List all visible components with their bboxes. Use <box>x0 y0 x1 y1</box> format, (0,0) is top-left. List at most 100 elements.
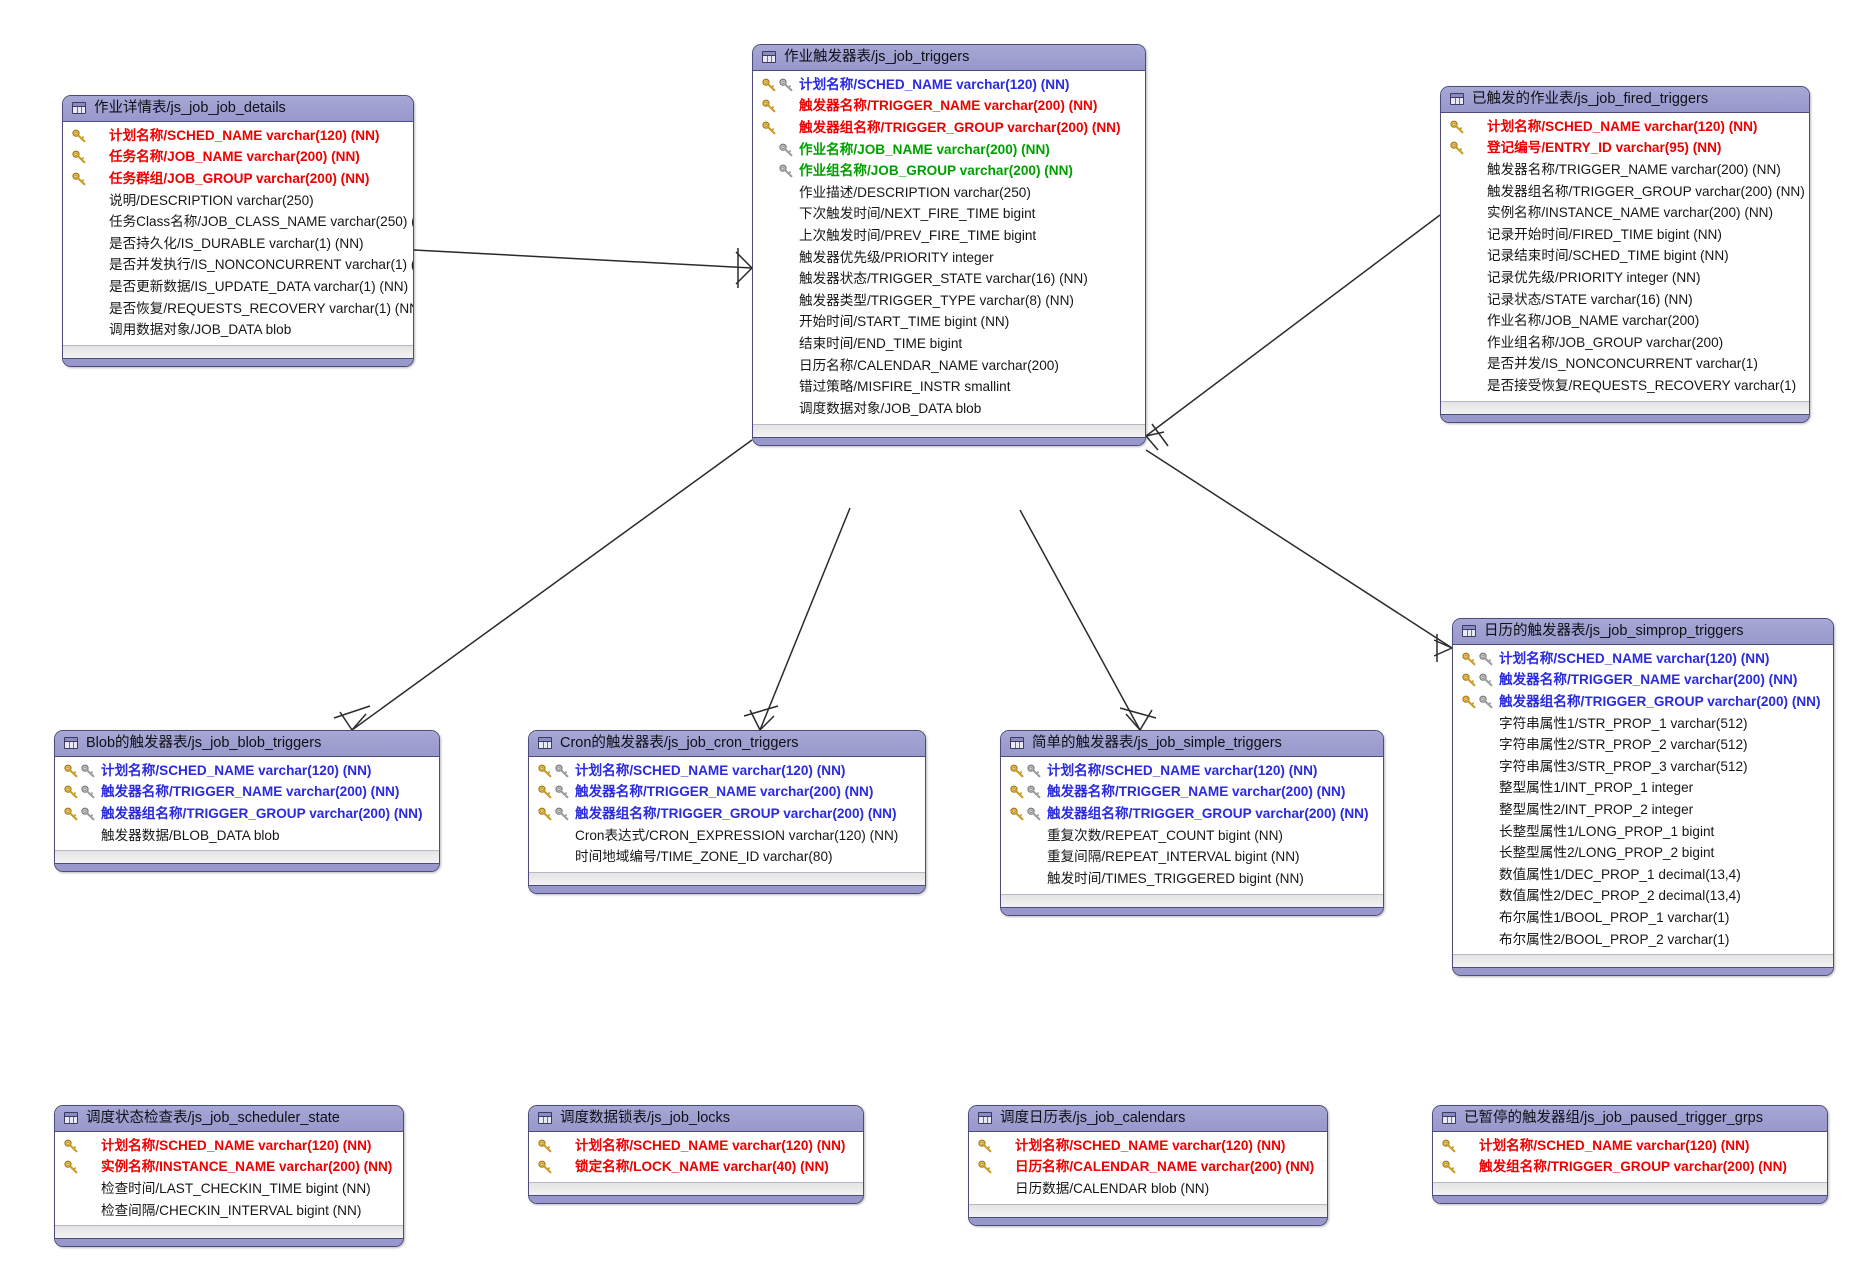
field-row[interactable]: 是否恢复/REQUESTS_RECOVERY varchar(1) (NN) <box>63 298 413 320</box>
field-row[interactable]: 实例名称/INSTANCE_NAME varchar(200) (NN) <box>55 1157 403 1179</box>
field-row[interactable]: 计划名称/SCHED_NAME varchar(120) (NN) <box>63 125 413 147</box>
field-row[interactable]: 触发器状态/TRIGGER_STATE varchar(16) (NN) <box>753 268 1145 290</box>
field-row[interactable]: 下次触发时间/NEXT_FIRE_TIME bigint <box>753 204 1145 226</box>
field-row[interactable]: 计划名称/SCHED_NAME varchar(120) (NN) <box>1453 648 1833 670</box>
field-row[interactable]: 字符串属性3/STR_PROP_3 varchar(512) <box>1453 756 1833 778</box>
entity-header-job_triggers[interactable]: 作业触发器表/js_job_triggers <box>753 45 1145 71</box>
field-row[interactable]: 开始时间/START_TIME bigint (NN) <box>753 312 1145 334</box>
field-row[interactable]: 计划名称/SCHED_NAME varchar(120) (NN) <box>969 1135 1327 1157</box>
field-row[interactable]: 调度数据对象/JOB_DATA blob <box>753 398 1145 420</box>
field-row[interactable]: 作业描述/DESCRIPTION varchar(250) <box>753 182 1145 204</box>
entity-locks[interactable]: 调度数据锁表/js_job_locks 计划名称/SCHED_NAME varch… <box>528 1105 864 1205</box>
field-row[interactable]: 触发器组名称/TRIGGER_GROUP varchar(200) (NN) <box>55 803 439 825</box>
field-row[interactable]: 结束时间/END_TIME bigint <box>753 333 1145 355</box>
field-row[interactable]: 长整型属性2/LONG_PROP_2 bigint <box>1453 842 1833 864</box>
field-row[interactable]: 作业名称/JOB_NAME varchar(200) <box>1441 310 1809 332</box>
field-row[interactable]: 是否并发执行/IS_NONCONCURRENT varchar(1) (NN) <box>63 255 413 277</box>
field-row[interactable]: 时间地域编号/TIME_ZONE_ID varchar(80) <box>529 846 925 868</box>
entity-job_triggers[interactable]: 作业触发器表/js_job_triggers 计划名称/SCHED_NAME va… <box>752 44 1146 446</box>
entity-header-calendars[interactable]: 调度日历表/js_job_calendars <box>969 1106 1327 1132</box>
entity-cron_triggers[interactable]: Cron的触发器表/js_job_cron_triggers 计划名称/SCHED… <box>528 730 926 894</box>
field-row[interactable]: 检查间隔/CHECKIN_INTERVAL bigint (NN) <box>55 1200 403 1222</box>
field-row[interactable]: 实例名称/INSTANCE_NAME varchar(200) (NN) <box>1441 202 1809 224</box>
field-row[interactable]: 触发组名称/TRIGGER_GROUP varchar(200) (NN) <box>1433 1157 1827 1179</box>
entity-header-simprop_triggers[interactable]: 日历的触发器表/js_job_simprop_triggers <box>1453 619 1833 645</box>
field-row[interactable]: 触发器优先级/PRIORITY integer <box>753 247 1145 269</box>
entity-simprop_triggers[interactable]: 日历的触发器表/js_job_simprop_triggers 计划名称/SCHE… <box>1452 618 1834 977</box>
entity-header-scheduler_state[interactable]: 调度状态检查表/js_job_scheduler_state <box>55 1106 403 1132</box>
field-row[interactable]: 整型属性1/INT_PROP_1 integer <box>1453 778 1833 800</box>
field-row[interactable]: 任务Class名称/JOB_CLASS_NAME varchar(250) (N… <box>63 211 413 233</box>
field-row[interactable]: 错过策略/MISFIRE_INSTR smallint <box>753 376 1145 398</box>
field-row[interactable]: 计划名称/SCHED_NAME varchar(120) (NN) <box>753 74 1145 96</box>
field-row[interactable]: 是否持久化/IS_DURABLE varchar(1) (NN) <box>63 233 413 255</box>
field-row[interactable]: 作业名称/JOB_NAME varchar(200) (NN) <box>753 139 1145 161</box>
field-row[interactable]: 触发器组名称/TRIGGER_GROUP varchar(200) (NN) <box>1001 803 1383 825</box>
field-row[interactable]: 说明/DESCRIPTION varchar(250) <box>63 190 413 212</box>
field-row[interactable]: 长整型属性1/LONG_PROP_1 bigint <box>1453 821 1833 843</box>
field-row[interactable]: 计划名称/SCHED_NAME varchar(120) (NN) <box>1433 1135 1827 1157</box>
field-row[interactable]: 数值属性2/DEC_PROP_2 decimal(13,4) <box>1453 886 1833 908</box>
entity-header-locks[interactable]: 调度数据锁表/js_job_locks <box>529 1106 863 1132</box>
entity-fired_triggers[interactable]: 已触发的作业表/js_job_fired_triggers 计划名称/SCHED_… <box>1440 86 1810 423</box>
entity-blob_triggers[interactable]: Blob的触发器表/js_job_blob_triggers 计划名称/SCHED… <box>54 730 440 873</box>
field-row[interactable]: 触发器名称/TRIGGER_NAME varchar(200) (NN) <box>1001 782 1383 804</box>
field-row[interactable]: 作业组名称/JOB_GROUP varchar(200) (NN) <box>753 160 1145 182</box>
field-row[interactable]: 触发器类型/TRIGGER_TYPE varchar(8) (NN) <box>753 290 1145 312</box>
field-row[interactable]: 整型属性2/INT_PROP_2 integer <box>1453 799 1833 821</box>
field-row[interactable]: 计划名称/SCHED_NAME varchar(120) (NN) <box>55 1135 403 1157</box>
field-row[interactable]: 触发器名称/TRIGGER_NAME varchar(200) (NN) <box>529 782 925 804</box>
entity-header-simple_triggers[interactable]: 简单的触发器表/js_job_simple_triggers <box>1001 731 1383 757</box>
field-row[interactable]: 计划名称/SCHED_NAME varchar(120) (NN) <box>1001 760 1383 782</box>
entity-header-fired_triggers[interactable]: 已触发的作业表/js_job_fired_triggers <box>1441 87 1809 113</box>
field-row[interactable]: 计划名称/SCHED_NAME varchar(120) (NN) <box>1441 116 1809 138</box>
field-row[interactable]: 任务名称/JOB_NAME varchar(200) (NN) <box>63 147 413 169</box>
field-row[interactable]: 计划名称/SCHED_NAME varchar(120) (NN) <box>55 760 439 782</box>
field-row[interactable]: 任务群组/JOB_GROUP varchar(200) (NN) <box>63 168 413 190</box>
entity-scheduler_state[interactable]: 调度状态检查表/js_job_scheduler_state 计划名称/SCHED… <box>54 1105 404 1248</box>
field-row[interactable]: 是否更新数据/IS_UPDATE_DATA varchar(1) (NN) <box>63 276 413 298</box>
field-row[interactable]: 记录结束时间/SCHED_TIME bigint (NN) <box>1441 246 1809 268</box>
field-row[interactable]: 重复间隔/REPEAT_INTERVAL bigint (NN) <box>1001 846 1383 868</box>
field-row[interactable]: 日历数据/CALENDAR blob (NN) <box>969 1178 1327 1200</box>
field-row[interactable]: 触发器名称/TRIGGER_NAME varchar(200) (NN) <box>753 96 1145 118</box>
field-row[interactable]: 数值属性1/DEC_PROP_1 decimal(13,4) <box>1453 864 1833 886</box>
entity-header-paused_trigger_grps[interactable]: 已暂停的触发器组/js_job_paused_trigger_grps <box>1433 1106 1827 1132</box>
field-row[interactable]: 是否并发/IS_NONCONCURRENT varchar(1) <box>1441 354 1809 376</box>
entity-calendars[interactable]: 调度日历表/js_job_calendars 计划名称/SCHED_NAME va… <box>968 1105 1328 1226</box>
field-row[interactable]: 触发器组名称/TRIGGER_GROUP varchar(200) (NN) <box>753 117 1145 139</box>
field-row[interactable]: 布尔属性1/BOOL_PROP_1 varchar(1) <box>1453 907 1833 929</box>
field-row[interactable]: 字符串属性1/STR_PROP_1 varchar(512) <box>1453 713 1833 735</box>
field-row[interactable]: 触发器数据/BLOB_DATA blob <box>55 825 439 847</box>
entity-paused_trigger_grps[interactable]: 已暂停的触发器组/js_job_paused_trigger_grps 计划名称/… <box>1432 1105 1828 1205</box>
field-row[interactable]: 触发器名称/TRIGGER_NAME varchar(200) (NN) <box>1453 670 1833 692</box>
field-row[interactable]: 上次触发时间/PREV_FIRE_TIME bigint <box>753 225 1145 247</box>
field-row[interactable]: 登记编号/ENTRY_ID varchar(95) (NN) <box>1441 138 1809 160</box>
field-row[interactable]: 记录优先级/PRIORITY integer (NN) <box>1441 267 1809 289</box>
entity-header-blob_triggers[interactable]: Blob的触发器表/js_job_blob_triggers <box>55 731 439 757</box>
field-row[interactable]: 计划名称/SCHED_NAME varchar(120) (NN) <box>529 760 925 782</box>
field-row[interactable]: 触发器名称/TRIGGER_NAME varchar(200) (NN) <box>55 782 439 804</box>
field-row[interactable]: 重复次数/REPEAT_COUNT bigint (NN) <box>1001 825 1383 847</box>
field-row[interactable]: 触发器名称/TRIGGER_NAME varchar(200) (NN) <box>1441 159 1809 181</box>
field-row[interactable]: 记录开始时间/FIRED_TIME bigint (NN) <box>1441 224 1809 246</box>
field-row[interactable]: 日历名称/CALENDAR_NAME varchar(200) (NN) <box>969 1157 1327 1179</box>
entity-header-job_details[interactable]: 作业详情表/js_job_job_details <box>63 96 413 122</box>
field-row[interactable]: 调用数据对象/JOB_DATA blob <box>63 319 413 341</box>
field-row[interactable]: 是否接受恢复/REQUESTS_RECOVERY varchar(1) <box>1441 375 1809 397</box>
field-row[interactable]: 锁定名称/LOCK_NAME varchar(40) (NN) <box>529 1157 863 1179</box>
field-row[interactable]: 布尔属性2/BOOL_PROP_2 varchar(1) <box>1453 929 1833 951</box>
field-row[interactable]: 作业组名称/JOB_GROUP varchar(200) <box>1441 332 1809 354</box>
field-row[interactable]: 记录状态/STATE varchar(16) (NN) <box>1441 289 1809 311</box>
field-row[interactable]: 触发器组名称/TRIGGER_GROUP varchar(200) (NN) <box>1441 181 1809 203</box>
field-row[interactable]: 触发器组名称/TRIGGER_GROUP varchar(200) (NN) <box>1453 691 1833 713</box>
entity-simple_triggers[interactable]: 简单的触发器表/js_job_simple_triggers 计划名称/SCHED… <box>1000 730 1384 916</box>
field-row[interactable]: 字符串属性2/STR_PROP_2 varchar(512) <box>1453 734 1833 756</box>
field-row[interactable]: 日历名称/CALENDAR_NAME varchar(200) <box>753 355 1145 377</box>
field-row[interactable]: 触发时间/TIMES_TRIGGERED bigint (NN) <box>1001 868 1383 890</box>
entity-job_details[interactable]: 作业详情表/js_job_job_details 计划名称/SCHED_NAME … <box>62 95 414 367</box>
field-row[interactable]: 触发器组名称/TRIGGER_GROUP varchar(200) (NN) <box>529 803 925 825</box>
field-row[interactable]: 计划名称/SCHED_NAME varchar(120) (NN) <box>529 1135 863 1157</box>
entity-header-cron_triggers[interactable]: Cron的触发器表/js_job_cron_triggers <box>529 731 925 757</box>
field-row[interactable]: Cron表达式/CRON_EXPRESSION varchar(120) (NN… <box>529 825 925 847</box>
